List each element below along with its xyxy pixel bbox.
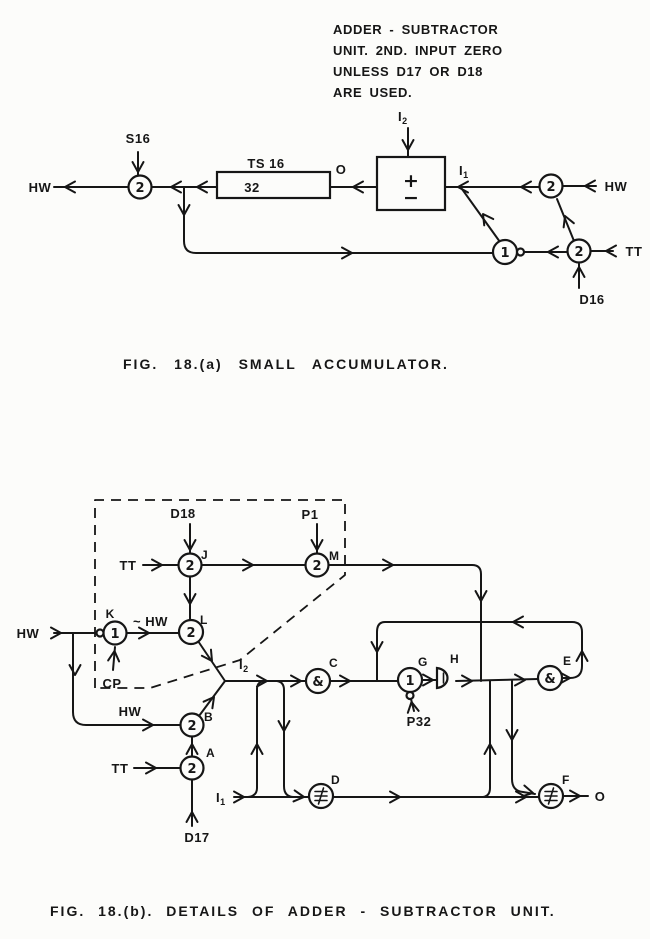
gate-glyph: 2	[185, 559, 194, 574]
label-tt-a: TT	[112, 761, 129, 776]
gate-d-xor	[307, 782, 335, 810]
not-equivalent-icon	[544, 787, 558, 805]
wire-m-out	[328, 564, 482, 682]
gate-glyph: 2	[546, 180, 555, 195]
gate-2-tt-input	[566, 238, 592, 264]
label-gate-e: E	[563, 654, 571, 668]
label-gate-b: B	[204, 710, 213, 724]
fig-a: + − 2 2 2 1 S16 HW TS 16 32 O I2 I1 HW T…	[29, 109, 643, 372]
gate-c-and	[304, 667, 332, 695]
fig-a-wires	[53, 127, 614, 289]
delay-element-h	[435, 666, 449, 690]
label-cp: CP	[102, 676, 121, 691]
label-gate-j: J	[201, 548, 208, 562]
inhibit-dot	[515, 247, 526, 257]
fig-b-caption: FIG. 18.(b). DETAILS OF ADDER - SUBTRACT…	[50, 903, 556, 919]
label-tt: TT	[626, 244, 643, 259]
fig-a-arrowheads	[64, 139, 617, 278]
label-d18: D18	[170, 506, 195, 521]
not-equivalent-icon	[314, 787, 328, 805]
label-i1: I1	[216, 790, 226, 807]
label-ts16: TS 16	[247, 156, 284, 171]
label-i2: I2	[398, 109, 408, 126]
label-gate-a: A	[206, 746, 215, 760]
note-block: ADDER - SUBTRACTOR UNIT. 2ND. INPUT ZERO…	[333, 22, 503, 100]
wire-hw-branch	[72, 632, 181, 726]
gate-2-hw-input	[538, 173, 564, 199]
adder-subtractor-box	[375, 155, 447, 212]
gate-f-xor	[537, 782, 565, 810]
fig-b-labels: D18 P1 TT J M K ~ HW L CP HW HW B A TT D…	[17, 506, 606, 845]
wire-drop-to-f	[511, 680, 536, 795]
label-gate-d: D	[331, 773, 340, 787]
gate-glyph: 2	[186, 626, 195, 641]
gate-glyph: 2	[187, 762, 196, 777]
label-o-output: O	[336, 162, 347, 177]
label-gate-g: G	[418, 655, 427, 669]
label-tt-j: TT	[120, 558, 137, 573]
label-o-output: O	[595, 789, 606, 804]
wire-carry-loop	[376, 621, 583, 682]
inhibit-dot	[405, 690, 415, 701]
gate-e-and	[536, 664, 564, 692]
label-delay-h: H	[450, 652, 459, 666]
minus-sign: −	[403, 187, 419, 209]
gate-a	[179, 755, 205, 781]
gate-l	[177, 618, 205, 646]
label-p1: P1	[302, 507, 319, 522]
wire-i1-to-c	[247, 680, 267, 798]
note-line-3: UNLESS D17 OR D18	[333, 64, 483, 79]
label-gate-l: L	[200, 613, 207, 627]
note-line-1: ADDER - SUBTRACTOR	[333, 22, 498, 37]
gate-glyph: &	[312, 675, 323, 690]
note-line-4: ARE USED.	[333, 85, 412, 100]
gate-j	[177, 552, 203, 578]
fig-a-labels: S16 HW TS 16 32 O I2 I1 HW TT D16	[29, 109, 643, 307]
gate-glyph: 2	[187, 719, 196, 734]
delay-line-ts16-box	[215, 170, 332, 200]
wire-riser	[482, 680, 491, 798]
dashed-boundary	[94, 499, 346, 689]
label-not-hw: ~ HW	[133, 614, 168, 629]
label-i2: I2	[239, 657, 249, 674]
label-d17: D17	[184, 830, 209, 845]
label-p32: P32	[407, 714, 432, 729]
gate-glyph: 2	[135, 181, 144, 196]
gate-glyph: 1	[500, 246, 509, 261]
label-i1: I1	[459, 163, 469, 180]
wire-feedback	[183, 186, 494, 254]
label-hw-in: HW	[605, 179, 628, 194]
note-line-2: UNIT. 2ND. INPUT ZERO	[333, 43, 503, 58]
gate-b	[179, 712, 205, 738]
inhibit-dot	[95, 628, 105, 638]
label-hw-b: HW	[119, 704, 142, 719]
fig-a-caption: FIG. 18.(a) SMALL ACCUMULATOR.	[123, 356, 449, 372]
label-hw-in: HW	[17, 626, 40, 641]
gate-2-output	[127, 174, 153, 200]
gate-glyph: 1	[110, 627, 119, 642]
fig-b: 2 2 2 1 2 2 & 1 &	[17, 499, 606, 919]
label-ts16-value: 32	[244, 180, 259, 195]
label-gate-m: M	[329, 549, 339, 563]
label-gate-f: F	[562, 773, 569, 787]
label-d16: D16	[579, 292, 604, 307]
label-hw-out: HW	[29, 180, 52, 195]
wire	[461, 188, 501, 243]
plus-sign: +	[403, 170, 419, 192]
fig-b-wires	[53, 523, 589, 827]
gate-m	[304, 552, 330, 578]
label-gate-c: C	[329, 656, 338, 670]
wire-i2-to-d	[276, 680, 295, 798]
gate-glyph: 1	[405, 674, 414, 689]
gate-glyph: 2	[312, 559, 321, 574]
label-gate-k: K	[106, 607, 115, 621]
label-s16: S16	[126, 131, 151, 146]
gate-glyph: 2	[574, 245, 583, 260]
gate-glyph: &	[544, 672, 555, 687]
